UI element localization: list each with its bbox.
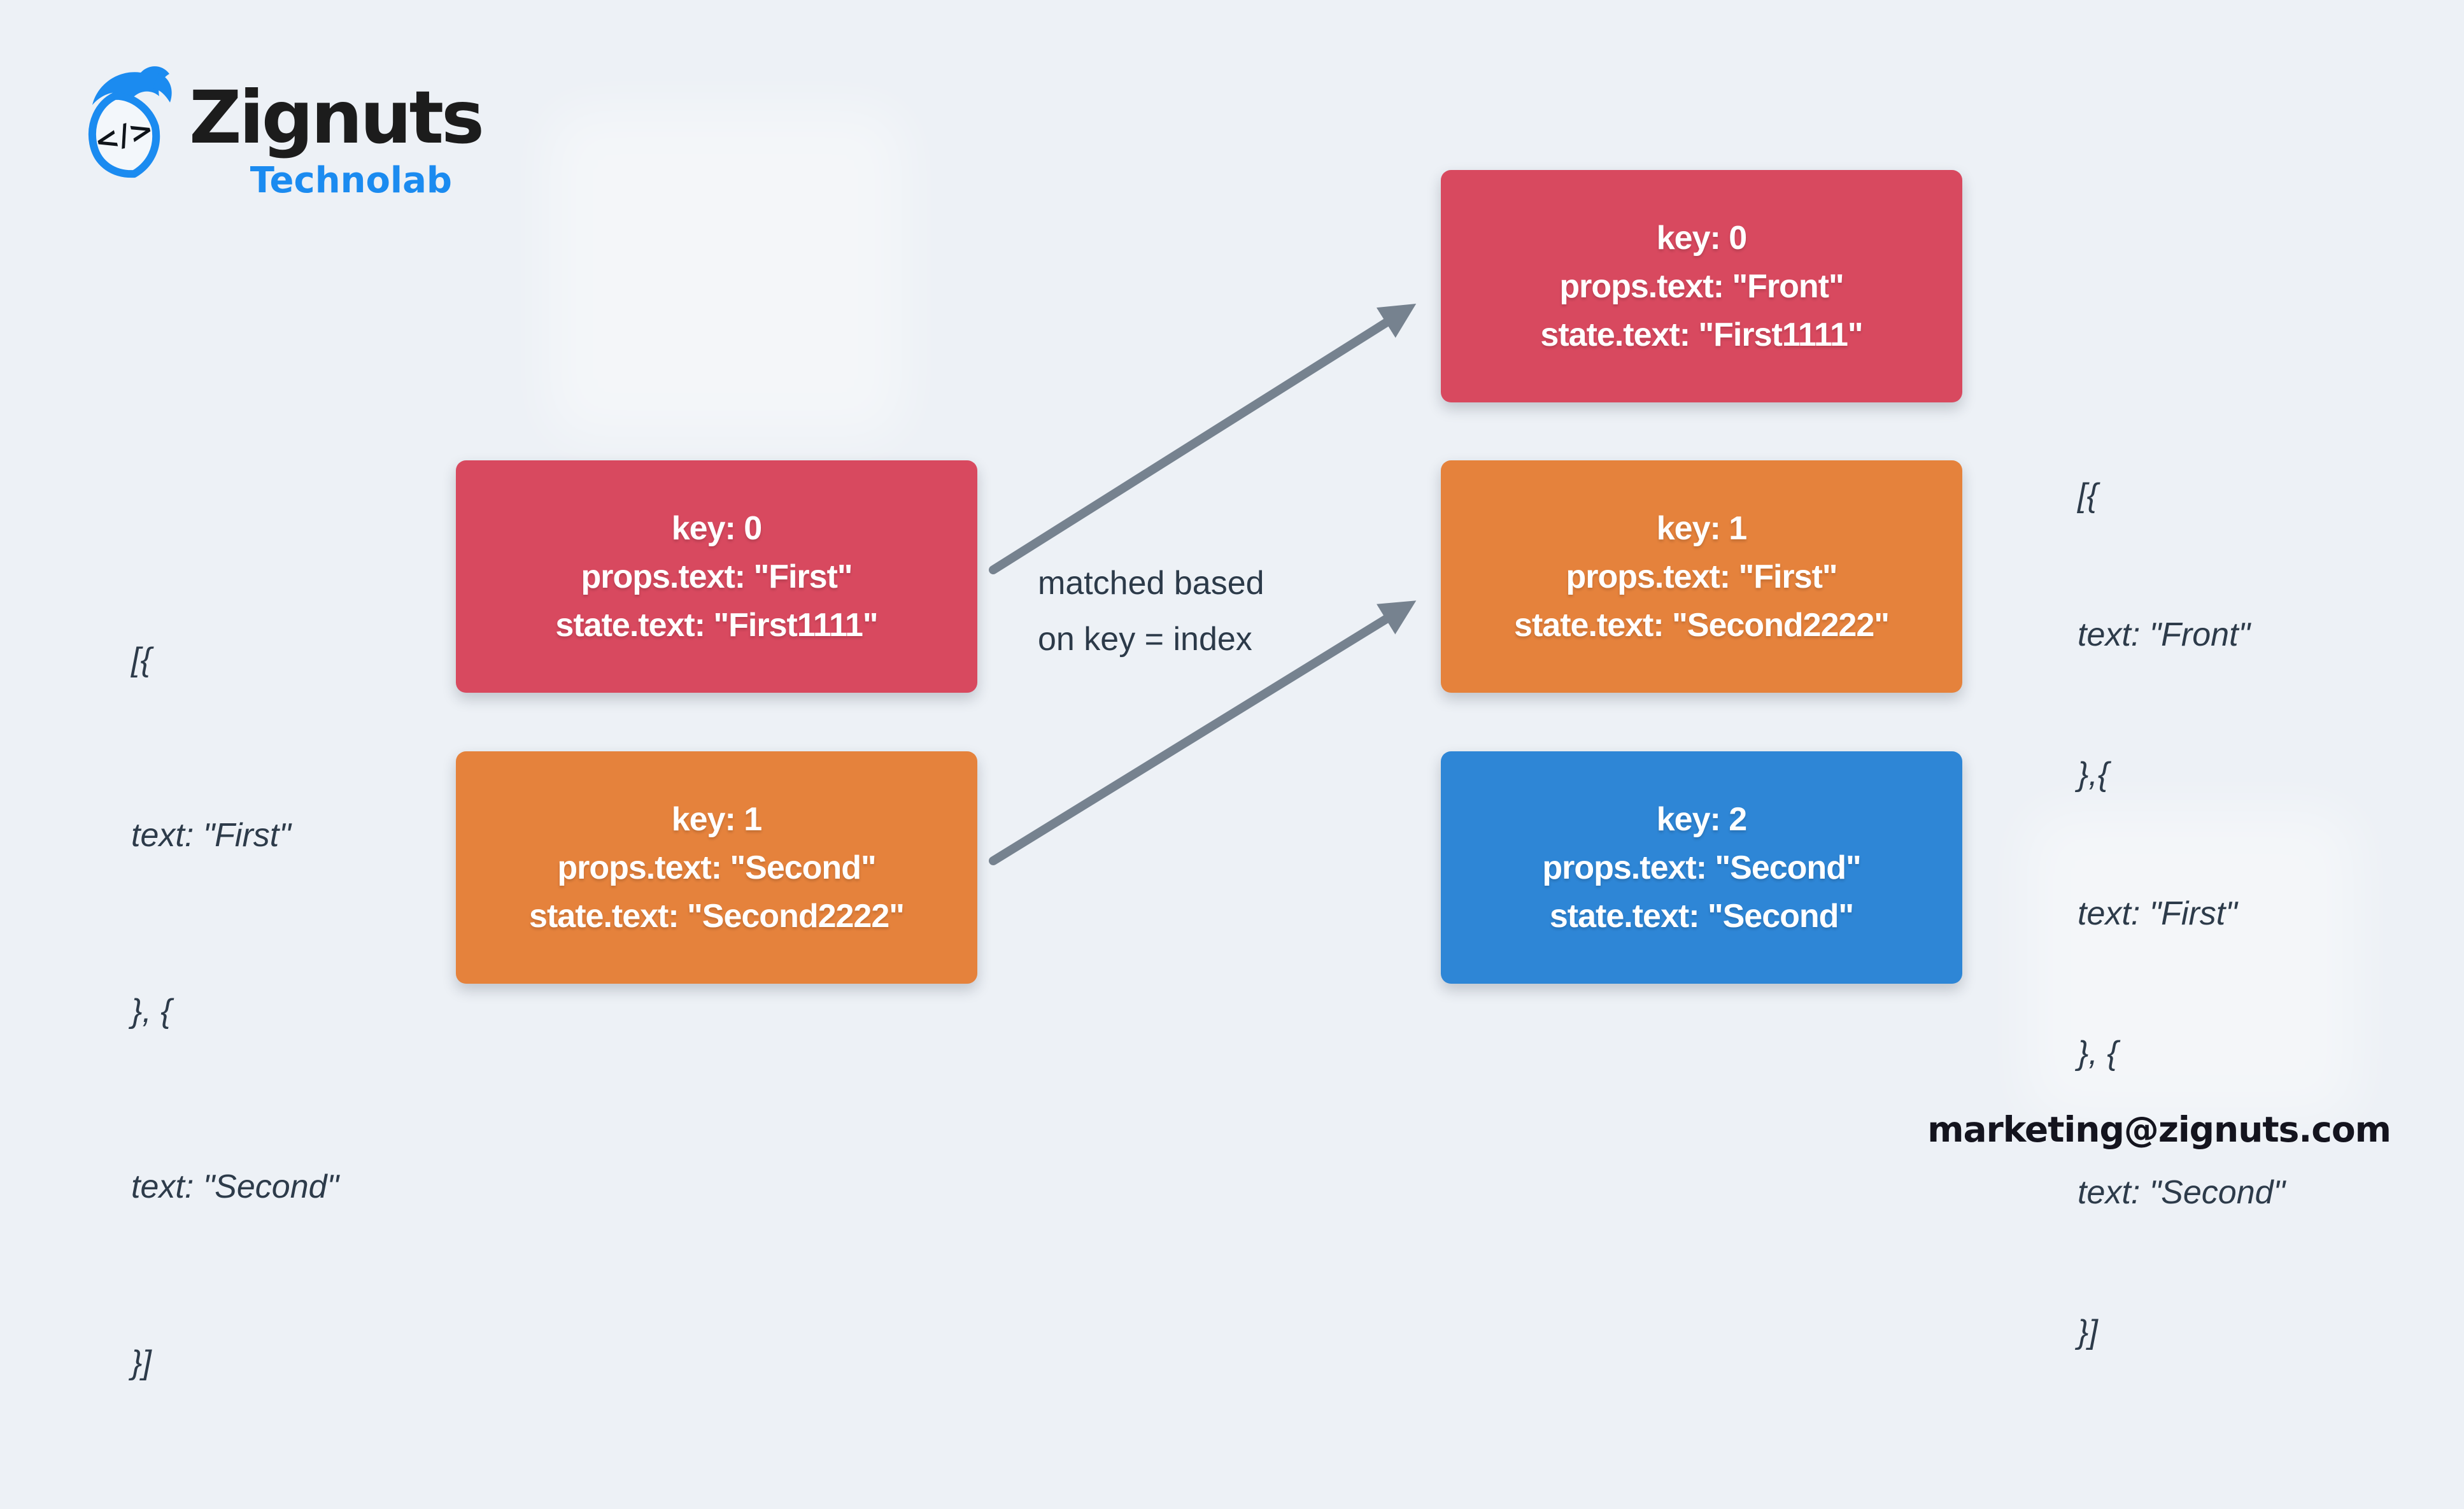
card-right-key-0: key: 0 props.text: "Front" state.text: "… bbox=[1441, 170, 1962, 402]
match-arrows bbox=[989, 304, 1417, 865]
card-state-line: state.text: "Second2222" bbox=[1514, 606, 1890, 644]
card-key-line: key: 0 bbox=[1656, 219, 1747, 257]
card-right-key-2: key: 2 props.text: "Second" state.text: … bbox=[1441, 751, 1962, 984]
code-line: text: "Front" bbox=[2078, 616, 2250, 653]
code-line: }] bbox=[2078, 1314, 2098, 1350]
card-state-line: state.text: "First1111" bbox=[1540, 316, 1863, 353]
logo-wordmark: Zignuts bbox=[189, 75, 485, 160]
code-line: }, { bbox=[131, 993, 172, 1030]
card-props-line: props.text: "Second" bbox=[557, 849, 876, 886]
card-state-line: state.text: "First1111" bbox=[555, 606, 878, 644]
annotation-line: matched based bbox=[1038, 565, 1264, 602]
logo-tagline: Technolab bbox=[250, 160, 452, 201]
arrow-key0-to-key0 bbox=[989, 304, 1417, 574]
code-line: }] bbox=[131, 1344, 152, 1381]
card-props-line: props.text: "First" bbox=[581, 558, 853, 595]
code-line: text: "First" bbox=[131, 817, 291, 854]
background-watermark bbox=[548, 108, 904, 439]
code-line: text: "First" bbox=[2078, 895, 2237, 932]
left-code-block: [{ text: "First" }, { text: "Second" }] bbox=[131, 513, 339, 1509]
acorn-cap bbox=[92, 66, 169, 105]
arrow-key1-to-key1 bbox=[989, 600, 1417, 865]
card-key-line: key: 2 bbox=[1656, 800, 1747, 838]
card-key-line: key: 0 bbox=[671, 509, 762, 547]
card-state-line: state.text: "Second2222" bbox=[529, 897, 905, 935]
card-right-key-1: key: 1 props.text: "First" state.text: "… bbox=[1441, 460, 1962, 693]
acorn-nut: </> bbox=[89, 92, 160, 178]
card-left-key-0: key: 0 props.text: "First" state.text: "… bbox=[456, 460, 977, 693]
card-props-line: props.text: "Front" bbox=[1559, 267, 1844, 305]
code-line: [{ bbox=[131, 641, 152, 678]
code-line: text: "Second" bbox=[131, 1168, 339, 1205]
card-props-line: props.text: "Second" bbox=[1542, 849, 1861, 886]
code-line: }, { bbox=[2078, 1035, 2118, 1072]
diagram-canvas: </> Zignuts Technolab [{ text: "First" }… bbox=[89, 66, 2391, 1381]
contact-email: marketing@zignuts.com bbox=[1927, 1109, 2391, 1150]
card-props-line: props.text: "First" bbox=[1566, 558, 1837, 595]
card-key-line: key: 1 bbox=[1656, 509, 1747, 547]
card-left-key-1: key: 1 props.text: "Second" state.text: … bbox=[456, 751, 977, 984]
match-annotation: matched based on key = index bbox=[1038, 555, 1264, 667]
code-line: [{ bbox=[2078, 477, 2098, 514]
acorn-cap-tail bbox=[153, 73, 172, 103]
right-code-block: [{ text: "Front" },{ text: "First" }, { … bbox=[2078, 379, 2285, 1449]
background-watermark bbox=[2025, 809, 2356, 1121]
zignuts-acorn-code-icon: </> bbox=[89, 66, 172, 178]
code-line: text: "Second" bbox=[2078, 1174, 2285, 1211]
code-line: },{ bbox=[2078, 756, 2109, 793]
annotation-line: on key = index bbox=[1038, 621, 1252, 658]
card-key-line: key: 1 bbox=[671, 800, 762, 838]
card-state-line: state.text: "Second" bbox=[1549, 897, 1854, 935]
